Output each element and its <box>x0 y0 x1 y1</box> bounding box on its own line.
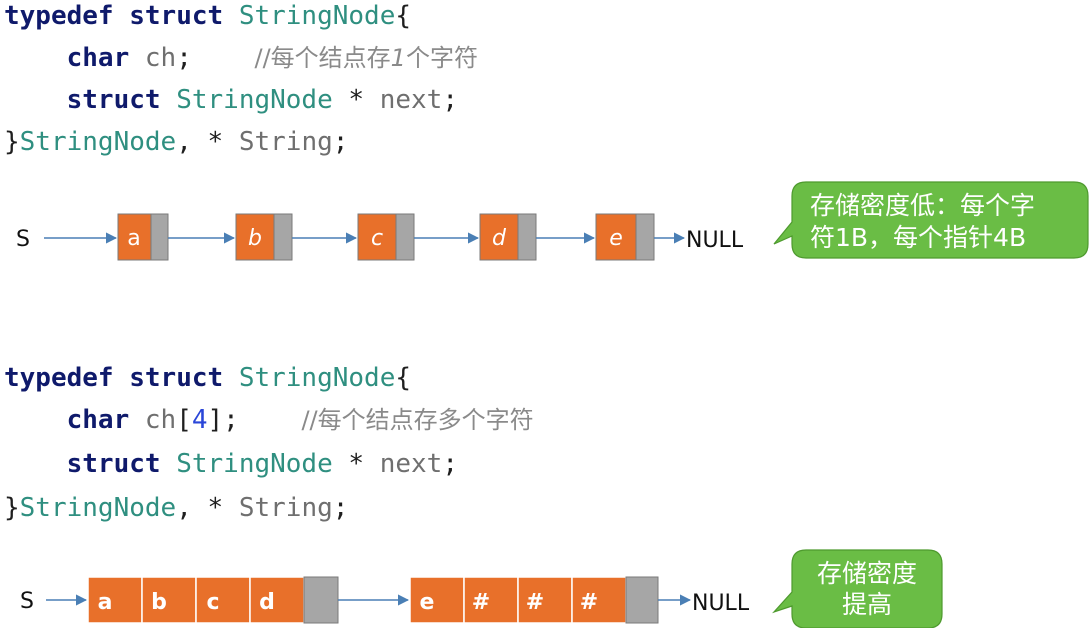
node-char: e <box>609 226 623 251</box>
punctuation: ; <box>332 493 349 523</box>
head-pointer-label: S <box>20 589 34 614</box>
type-name: StringNode <box>238 1 396 31</box>
pointer-cell <box>625 576 659 624</box>
char-cell <box>409 576 465 624</box>
diagram-2: S a b c d e # # # NULL <box>20 576 750 624</box>
punctuation: * <box>207 493 224 523</box>
punctuation: , <box>176 493 192 523</box>
field-name: ch <box>144 43 177 73</box>
punctuation: { <box>395 363 412 393</box>
list-node: d <box>479 213 537 261</box>
pointer-cell <box>395 213 415 261</box>
head-pointer-label: S <box>16 227 30 252</box>
punctuation: ; <box>332 127 349 157</box>
callout-bubble <box>773 181 1089 259</box>
char-cell <box>249 576 305 624</box>
node-char: # <box>526 590 544 615</box>
type-alias: String <box>238 127 333 157</box>
char-cell <box>195 576 251 624</box>
code2-line1: typedef struct StringNode{ <box>4 362 411 394</box>
code1-line1: typedef struct StringNode{ <box>4 0 411 32</box>
punctuation: [ <box>176 405 192 435</box>
type-name: StringNode <box>238 363 396 393</box>
callout-1: 存储密度低：每个字 符1B，每个指针4B <box>773 181 1089 259</box>
keyword: struct <box>66 85 161 115</box>
punctuation: ; <box>442 85 458 115</box>
list-node: e <box>595 213 655 261</box>
node-char: # <box>472 590 490 615</box>
list-node-block: e # # # <box>409 576 659 624</box>
char-cell <box>357 213 397 261</box>
node-char: e <box>420 590 435 615</box>
keyword: typedef <box>4 363 114 393</box>
keyword: struct <box>66 449 161 479</box>
node-char: # <box>580 590 598 615</box>
code-comment: //每个结点存1个字符 <box>254 44 478 72</box>
node-char: d <box>492 226 507 251</box>
callout-text-line1: 存储密度 <box>817 559 917 588</box>
punctuation: * <box>348 449 365 479</box>
char-cell <box>571 576 627 624</box>
punctuation: } <box>4 127 20 157</box>
diagram-1: S a b c d e <box>16 213 744 261</box>
code1-line4: }StringNode, * String; <box>4 126 348 158</box>
node-char: a <box>98 590 113 615</box>
punctuation: * <box>207 127 224 157</box>
punctuation: ; <box>176 43 192 73</box>
code2-line4: }StringNode, * String; <box>4 492 348 524</box>
code1-line2: char ch; //每个结点存1个字符 <box>4 42 478 74</box>
char-cell <box>117 213 152 261</box>
punctuation: * <box>348 85 365 115</box>
list-node-block: a b c d <box>87 576 339 624</box>
callout-2: 存储密度 提高 <box>772 549 943 628</box>
node-char: c <box>206 590 219 615</box>
node-char: d <box>259 590 275 615</box>
null-label: NULL <box>692 591 750 616</box>
keyword: struct <box>129 363 224 393</box>
node-char: b <box>151 590 167 615</box>
pointer-cell <box>517 213 537 261</box>
code-comment: //每个结点存多个字符 <box>301 406 534 434</box>
list-node: c <box>357 213 415 261</box>
list-node: a <box>117 213 169 261</box>
callout-text-line2: 提高 <box>842 590 892 619</box>
callout-text-line2: 符1B，每个指针4B <box>810 223 1026 252</box>
char-cell <box>595 213 637 261</box>
field-name: next <box>379 449 443 479</box>
code2-line2: char ch[4]; //每个结点存多个字符 <box>4 404 534 436</box>
punctuation: ]; <box>207 405 239 435</box>
keyword: struct <box>129 1 224 31</box>
node-char: b <box>248 226 262 251</box>
code2-line3: struct StringNode * next; <box>4 448 458 480</box>
array-size: 4 <box>191 405 208 435</box>
node-char: c <box>371 226 383 251</box>
type-name: StringNode <box>176 85 333 115</box>
code1-line3: struct StringNode * next; <box>4 84 458 116</box>
char-cell <box>141 576 197 624</box>
punctuation: , <box>176 127 192 157</box>
type-alias: String <box>238 493 333 523</box>
keyword: char <box>66 43 130 73</box>
field-name: next <box>379 85 443 115</box>
pointer-cell <box>303 576 339 624</box>
punctuation: ; <box>442 449 458 479</box>
field-name: ch <box>144 405 177 435</box>
punctuation: } <box>4 493 20 523</box>
null-label: NULL <box>686 228 744 253</box>
keyword: typedef <box>4 1 114 31</box>
type-name: StringNode <box>176 449 333 479</box>
type-name: StringNode <box>19 127 177 157</box>
pointer-cell <box>635 213 655 261</box>
keyword: char <box>66 405 130 435</box>
pointer-cell <box>150 213 169 261</box>
type-name: StringNode <box>19 493 177 523</box>
pointer-cell <box>273 213 293 261</box>
list-node: b <box>235 213 293 261</box>
punctuation: { <box>395 1 412 31</box>
node-char: a <box>127 226 140 251</box>
char-cell <box>87 576 143 624</box>
callout-text-line1: 存储密度低：每个字 <box>810 191 1035 220</box>
